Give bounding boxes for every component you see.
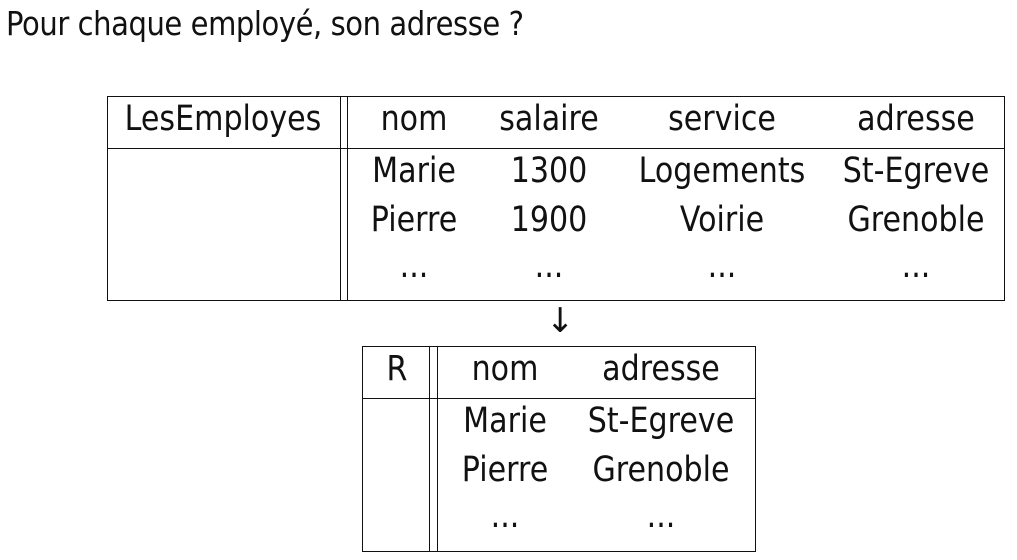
table-cell: Voirie <box>679 200 765 240</box>
source-table-name: LesEmployes <box>124 99 322 139</box>
column-header-nom: nom <box>380 99 448 139</box>
table-cell-ellipsis: ... <box>646 496 676 536</box>
table-cell: Grenoble <box>592 450 730 490</box>
column-header-nom: nom <box>471 349 539 389</box>
header-separator <box>363 398 755 399</box>
result-table: R nom adresse Marie St-Egreve Pierre Gre… <box>362 346 756 552</box>
table-cell: St-Egreve <box>587 401 735 441</box>
table-cell: 1900 <box>510 200 588 240</box>
table-cell: Grenoble <box>847 200 985 240</box>
name-separator-right <box>347 97 348 300</box>
table-cell-ellipsis: ... <box>490 496 520 536</box>
table-cell: Marie <box>463 401 547 441</box>
column-header-adresse: adresse <box>602 349 720 389</box>
column-header-service: service <box>668 99 776 139</box>
name-separator-left <box>429 347 430 551</box>
table-cell-ellipsis: ... <box>901 246 931 286</box>
table-cell: 1300 <box>510 151 588 191</box>
column-header-salaire: salaire <box>499 99 599 139</box>
question-text: Pour chaque employé, son adresse ? <box>6 4 524 43</box>
table-cell-ellipsis: ... <box>399 246 429 286</box>
name-separator-right <box>437 347 438 551</box>
source-table: LesEmployes nom salaire service adresse … <box>107 96 1005 301</box>
column-header-adresse: adresse <box>857 99 975 139</box>
name-separator-left <box>340 97 341 300</box>
result-table-name: R <box>386 349 408 389</box>
table-cell: Pierre <box>370 200 458 240</box>
table-cell-ellipsis: ... <box>534 246 564 286</box>
table-cell: St-Egreve <box>842 151 990 191</box>
table-cell: Logements <box>638 151 806 191</box>
table-cell: Pierre <box>461 450 549 490</box>
header-separator <box>108 148 1004 149</box>
down-arrow-icon: ↓ <box>546 301 575 341</box>
table-cell: Marie <box>372 151 456 191</box>
table-cell-ellipsis: ... <box>707 246 737 286</box>
